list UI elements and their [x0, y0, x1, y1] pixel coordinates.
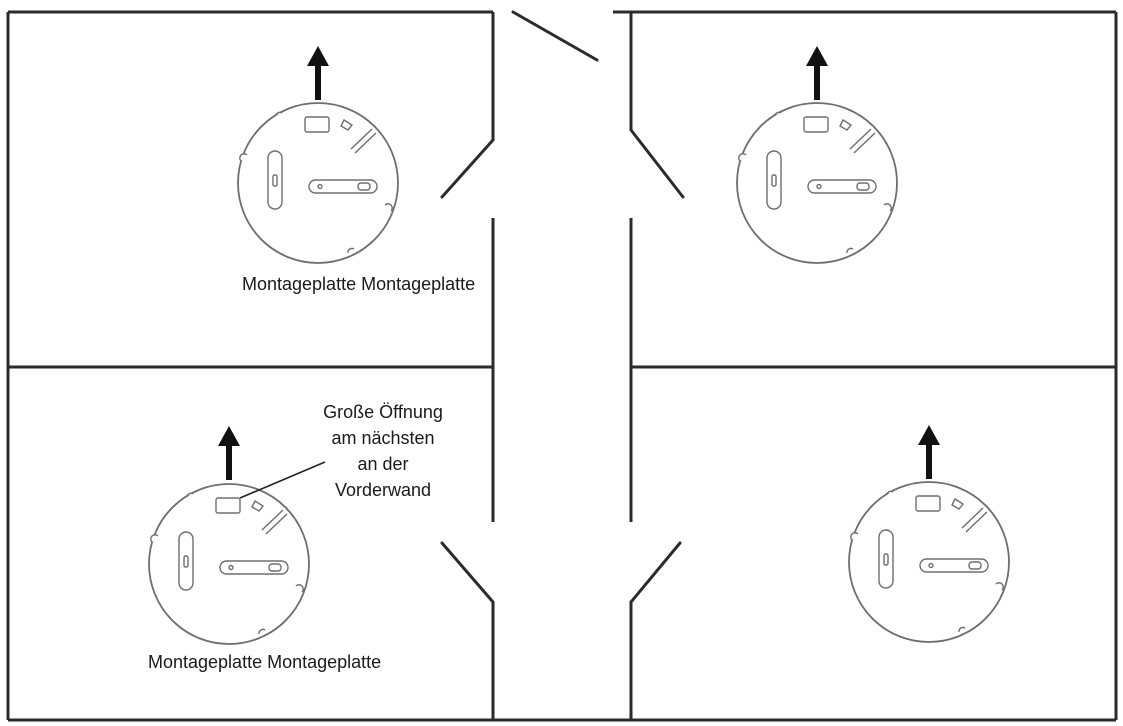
callout-line-4: Vorderwand [335, 480, 431, 500]
door-lower-left [440, 541, 495, 604]
walls [6, 10, 1118, 722]
arrow-up-icon [218, 426, 240, 480]
arrow-up-icon [806, 46, 828, 100]
plate-label-bottom-left: Montageplatte Montageplatte [148, 652, 381, 672]
callout-line-1: Große Öffnung [323, 402, 443, 422]
door-upper-left [440, 138, 495, 199]
mounting-plate-icon [148, 483, 310, 645]
mounting-plate-icon [848, 481, 1010, 643]
mounting-plate-icon [237, 102, 399, 264]
door-upper-right [629, 128, 685, 199]
callout-text: Große Öffnung am nächsten an der Vorderw… [323, 402, 443, 500]
doors [440, 10, 685, 604]
arrow-up-icon [918, 425, 940, 479]
callout-leader-line [239, 461, 326, 499]
door-top [511, 10, 599, 62]
callout-line-2: am nächsten [331, 428, 434, 448]
door-lower-right [629, 541, 682, 604]
arrow-up-icon [307, 46, 329, 100]
plate-label-top-left: Montageplatte Montageplatte [242, 274, 475, 294]
mounting-plate-icon [736, 102, 898, 264]
callout-line-3: an der [357, 454, 408, 474]
